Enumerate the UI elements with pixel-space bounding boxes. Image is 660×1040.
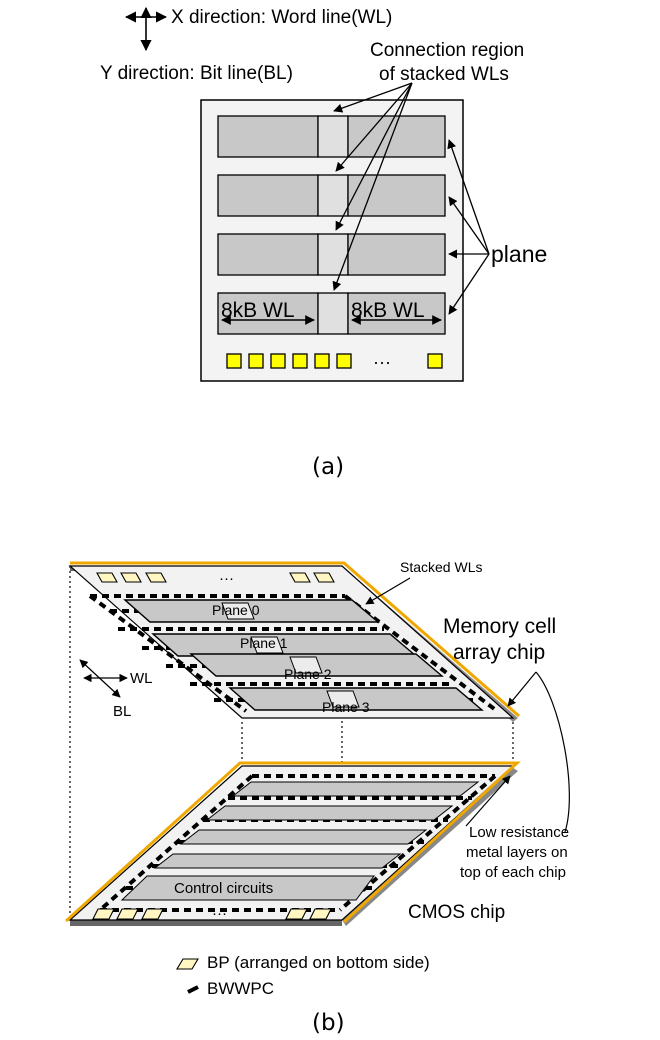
metal-layer-edge <box>70 561 520 718</box>
control-block <box>205 805 454 821</box>
connection-arrows <box>332 82 413 291</box>
pad-ellipsis: ··· <box>373 352 391 372</box>
pad <box>248 353 264 369</box>
plane-arrows <box>447 139 490 315</box>
memory-label-line1: Memory cell <box>443 615 556 638</box>
pad <box>336 353 352 369</box>
plane-label: plane <box>491 241 547 267</box>
pad <box>292 353 308 369</box>
plane-3-label: Plane 3 <box>322 699 370 715</box>
cmos-chip-label: CMOS chip <box>408 902 505 923</box>
pad <box>427 353 443 369</box>
pad <box>226 353 242 369</box>
pad-row <box>226 353 443 369</box>
plane-1-label: Plane 1 <box>240 635 288 651</box>
connection-region <box>317 292 349 335</box>
wl-label-left: 8kB WL <box>221 299 295 322</box>
plane-row-1 <box>217 115 446 158</box>
memory-label-line2: array chip <box>453 641 545 664</box>
stacked-wls-arrow <box>365 577 411 605</box>
wl-bl-axis-icon <box>79 659 128 698</box>
plane-2-label: Plane 2 <box>284 666 332 682</box>
bl-axis-label: BL <box>113 703 131 720</box>
control-block <box>120 875 375 901</box>
bp-pads-top <box>96 572 335 583</box>
low-resistance-callout-lines <box>465 671 570 833</box>
plane-0-label: Plane 0 <box>212 602 260 618</box>
legend: BP (arranged on bottom side) BWWPC <box>176 953 430 998</box>
plane-row-4: 8kB WL 8kB WL <box>217 292 446 335</box>
bp-legend-icon <box>176 958 199 970</box>
memory-cell-array-chip: Plane 0 Plane 1 Plane 2 Plane 3 ··· <box>68 561 520 722</box>
control-block <box>153 853 402 869</box>
plane-row-3 <box>217 233 446 276</box>
plane-block <box>347 233 446 276</box>
bottom-ellipsis: ··· <box>212 905 227 922</box>
chip-edge <box>70 920 342 926</box>
control-block <box>231 781 480 797</box>
plane-block <box>217 292 319 335</box>
stacked-wls-label: Stacked WLs <box>400 559 482 575</box>
connection-label-line2: of stacked WLs <box>379 64 509 85</box>
wl-label-right: 8kB WL <box>351 299 425 322</box>
cmos-chip: Control circuits ··· <box>64 761 521 926</box>
low-resistance-line3: top of each chip <box>460 864 566 881</box>
bwwpc-legend-icon <box>187 985 199 994</box>
connection-label-line1: Connection region <box>370 40 524 61</box>
connection-region <box>317 233 349 276</box>
y-direction-label: Y direction: Bit line(BL) <box>100 63 293 84</box>
control-block <box>179 829 428 845</box>
chip-edge <box>342 768 518 926</box>
top-ellipsis: ··· <box>219 570 234 587</box>
pad <box>314 353 330 369</box>
low-resistance-line2: metal layers on <box>466 844 568 861</box>
connection-region <box>317 174 349 217</box>
panel-a: X direction: Word line(WL) Y direction: … <box>100 6 547 480</box>
plane-block <box>217 233 319 276</box>
x-direction-label: X direction: Word line(WL) <box>171 7 392 28</box>
plane-row-2 <box>217 174 446 217</box>
caption-a: (a) <box>312 454 344 480</box>
pad <box>270 353 286 369</box>
legend-bp-label: BP (arranged on bottom side) <box>207 953 430 972</box>
plane-block <box>347 174 446 217</box>
metal-layer-edge <box>64 761 521 924</box>
stacked-wl-regions <box>221 602 360 708</box>
plane-block <box>217 115 319 158</box>
control-circuits-label: Control circuits <box>174 880 273 897</box>
caption-b: (b) <box>312 1010 345 1036</box>
connection-region <box>317 115 349 158</box>
plane-block <box>347 115 446 158</box>
plane-block <box>347 292 446 335</box>
low-resistance-line1: Low resistance <box>469 824 569 841</box>
legend-bwwpc-label: BWWPC <box>207 979 274 998</box>
bp-pads-bottom <box>92 908 332 920</box>
plane-block <box>217 174 319 217</box>
xy-axis-arrows-icon <box>124 6 168 52</box>
panel-b: Plane 0 Plane 1 Plane 2 Plane 3 ··· Stac… <box>64 559 570 1036</box>
wl-axis-label: WL <box>130 670 153 687</box>
